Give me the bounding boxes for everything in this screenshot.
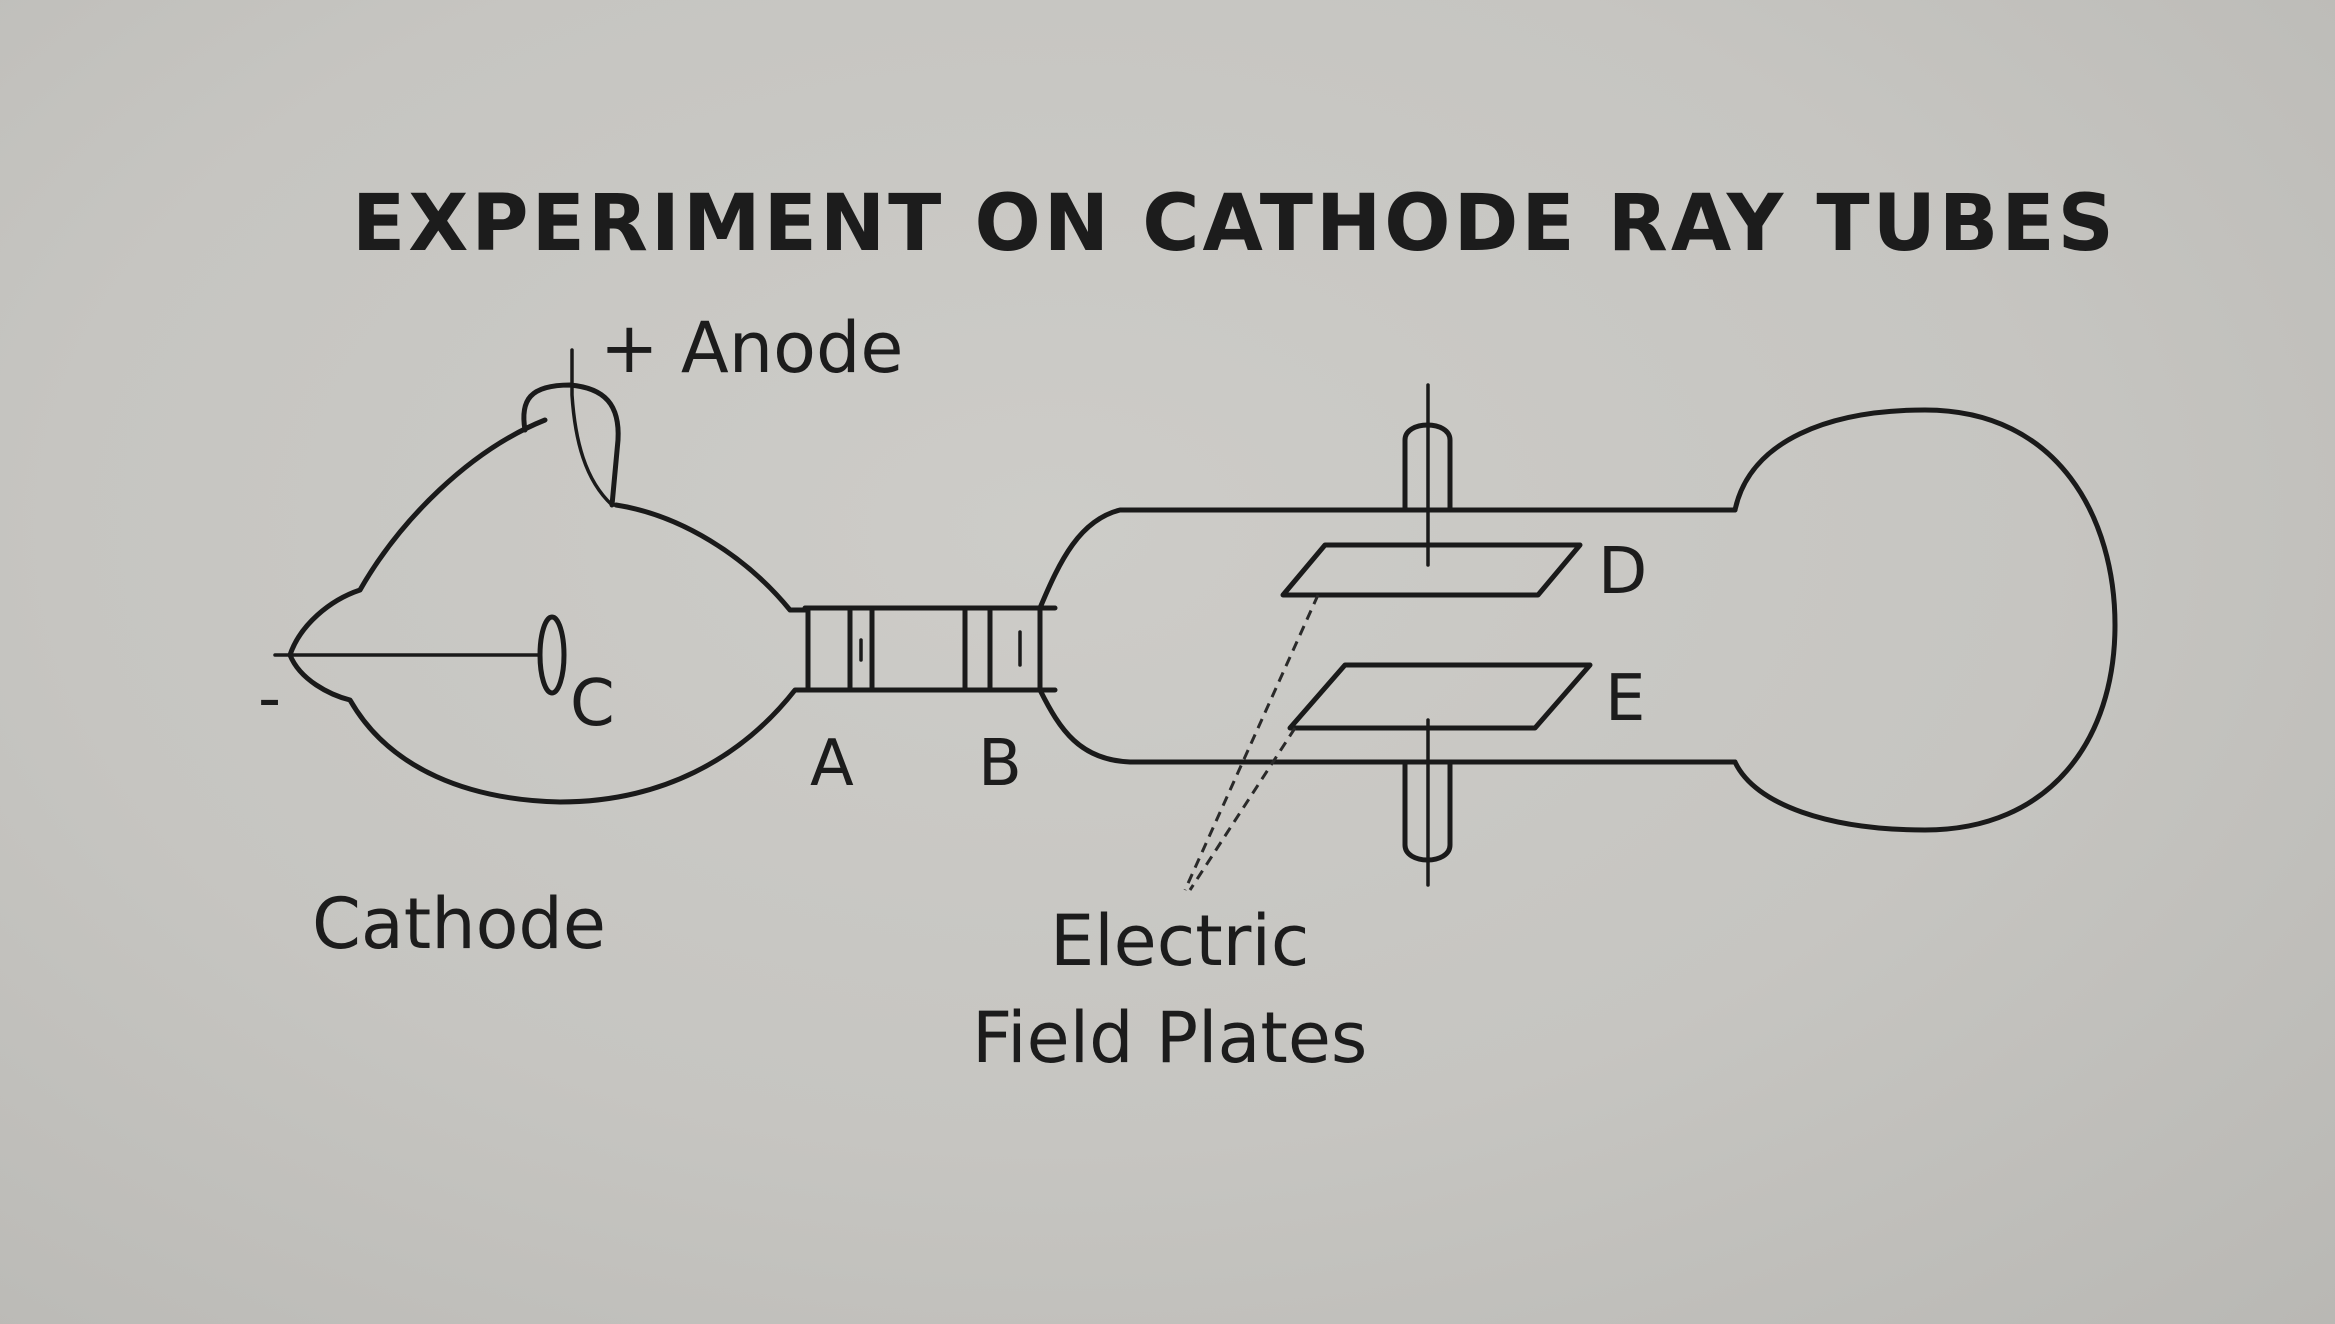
screen-bulb <box>1732 407 2118 833</box>
anode-side-tube <box>521 382 621 508</box>
cathode-bulb <box>287 417 811 805</box>
field-plates-label: Field Plates <box>972 997 1367 1079</box>
main-tube-bottom <box>1037 687 1738 765</box>
plate-d <box>1280 542 1583 598</box>
cathode-disc <box>537 614 567 696</box>
e-label: E <box>1605 662 1645 736</box>
c-label: C <box>570 667 615 741</box>
leader-line-upper-plate <box>1183 594 1320 891</box>
anode-label: + Anode <box>600 307 903 389</box>
b-label: B <box>978 727 1022 801</box>
cathode-bulb-upper <box>613 502 811 613</box>
a-label: A <box>810 727 854 801</box>
d-label: D <box>1598 535 1647 609</box>
leader-line-lower-plate <box>1188 727 1297 891</box>
diagram-title: EXPERIMENT ON CATHODE RAY TUBES <box>352 179 2117 269</box>
plate-e <box>1287 662 1593 731</box>
minus-label: - <box>258 662 281 736</box>
anode-inner-line <box>570 348 614 507</box>
electric-label: Electric <box>1050 900 1309 982</box>
main-tube-top <box>1037 507 1738 611</box>
cathode-label: Cathode <box>312 883 606 965</box>
